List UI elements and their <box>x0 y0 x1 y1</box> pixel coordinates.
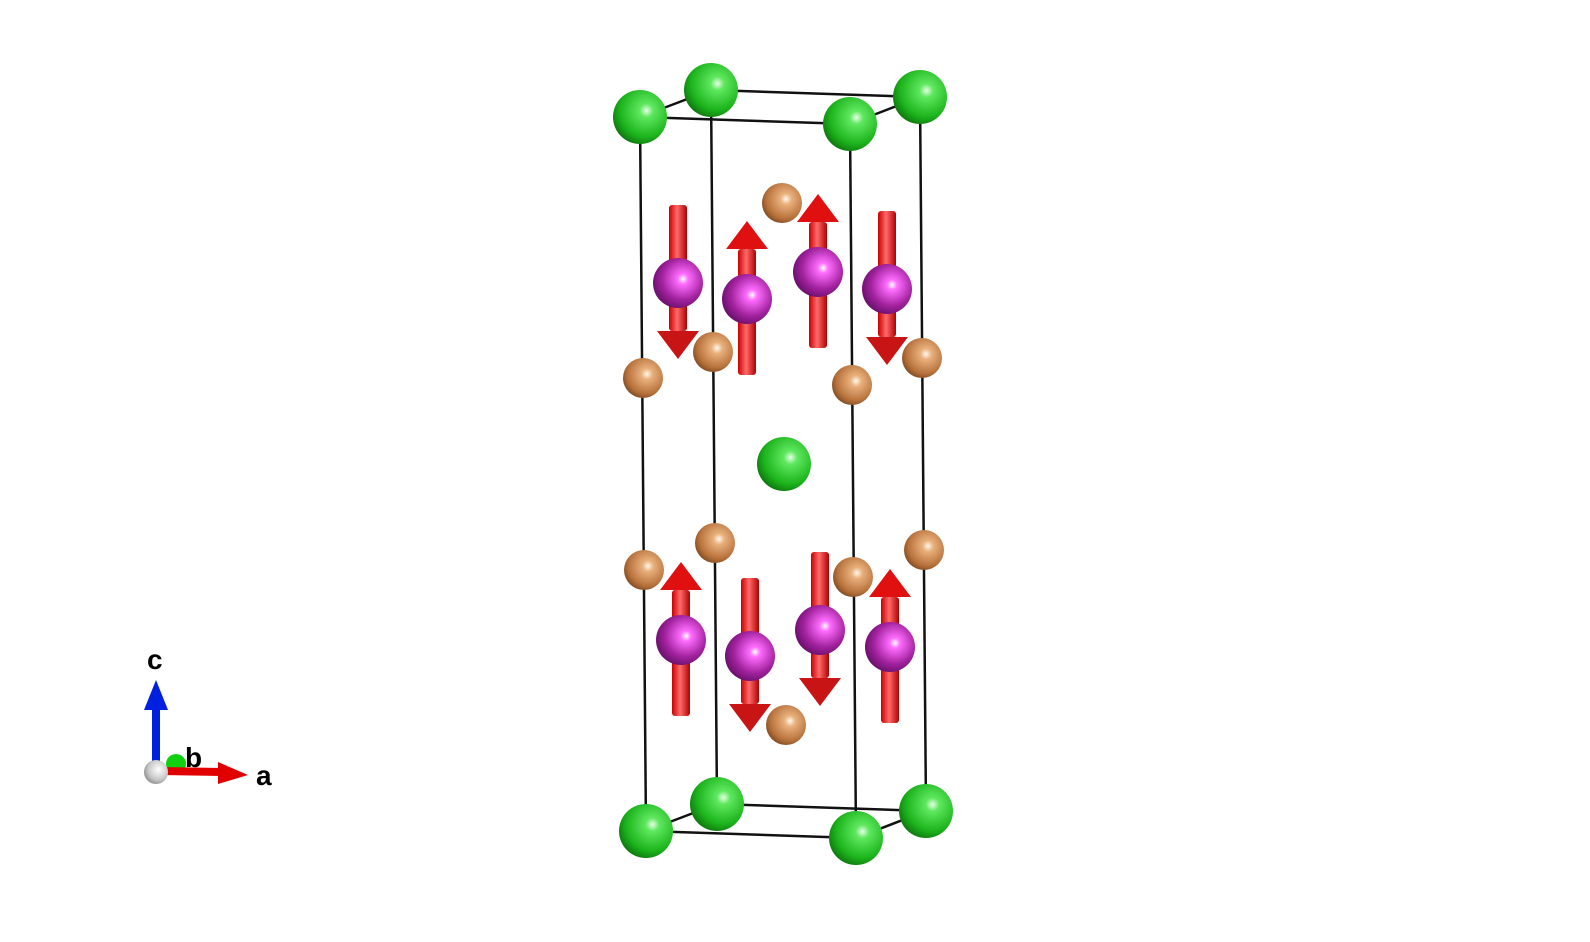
cell-edge <box>638 116 648 832</box>
copper-atom[interactable] <box>902 338 942 378</box>
magnetic-atom[interactable] <box>725 631 775 681</box>
copper-atom[interactable] <box>833 557 873 597</box>
magnetic-atom[interactable] <box>793 247 843 297</box>
copper-atom[interactable] <box>766 705 806 745</box>
green-atom[interactable] <box>757 437 811 491</box>
magnetic-atom[interactable] <box>795 605 845 655</box>
green-atom[interactable] <box>690 777 744 831</box>
green-atom[interactable] <box>829 811 883 865</box>
a-axis-shaft <box>159 767 223 776</box>
green-atom[interactable] <box>619 804 673 858</box>
magnetic-atom[interactable] <box>862 264 912 314</box>
green-atom[interactable] <box>613 90 667 144</box>
cell-edge <box>848 123 858 839</box>
green-atom[interactable] <box>823 97 877 151</box>
copper-atom[interactable] <box>623 358 663 398</box>
origin-marker <box>144 760 168 784</box>
copper-atom[interactable] <box>904 530 944 570</box>
b-axis-label: b <box>185 742 202 773</box>
magnetic-atom[interactable] <box>865 622 915 672</box>
copper-atom[interactable] <box>693 332 733 372</box>
cell-edge <box>716 802 927 813</box>
magnetic-atom[interactable] <box>656 615 706 665</box>
atoms-layer <box>613 63 953 865</box>
cell-edge <box>645 829 857 840</box>
a-axis-label: a <box>256 760 272 791</box>
unit-cell-edges <box>638 88 928 840</box>
copper-atom[interactable] <box>624 550 664 590</box>
magnetic-atom[interactable] <box>722 274 772 324</box>
a-axis-arrowhead <box>218 762 248 784</box>
copper-atom[interactable] <box>695 523 735 563</box>
green-atom[interactable] <box>899 784 953 838</box>
copper-atom[interactable] <box>832 365 872 405</box>
cell-edge <box>918 96 928 812</box>
cell-edge <box>710 88 921 99</box>
cell-edge <box>709 89 719 805</box>
copper-atom[interactable] <box>762 183 802 223</box>
c-axis-label: c <box>147 644 163 675</box>
c-axis-arrowhead <box>144 680 168 710</box>
green-atom[interactable] <box>684 63 738 117</box>
green-atom[interactable] <box>893 70 947 124</box>
cell-edge <box>639 115 851 126</box>
axis-indicator: c b a <box>144 644 272 791</box>
magnetic-atom[interactable] <box>653 258 703 308</box>
